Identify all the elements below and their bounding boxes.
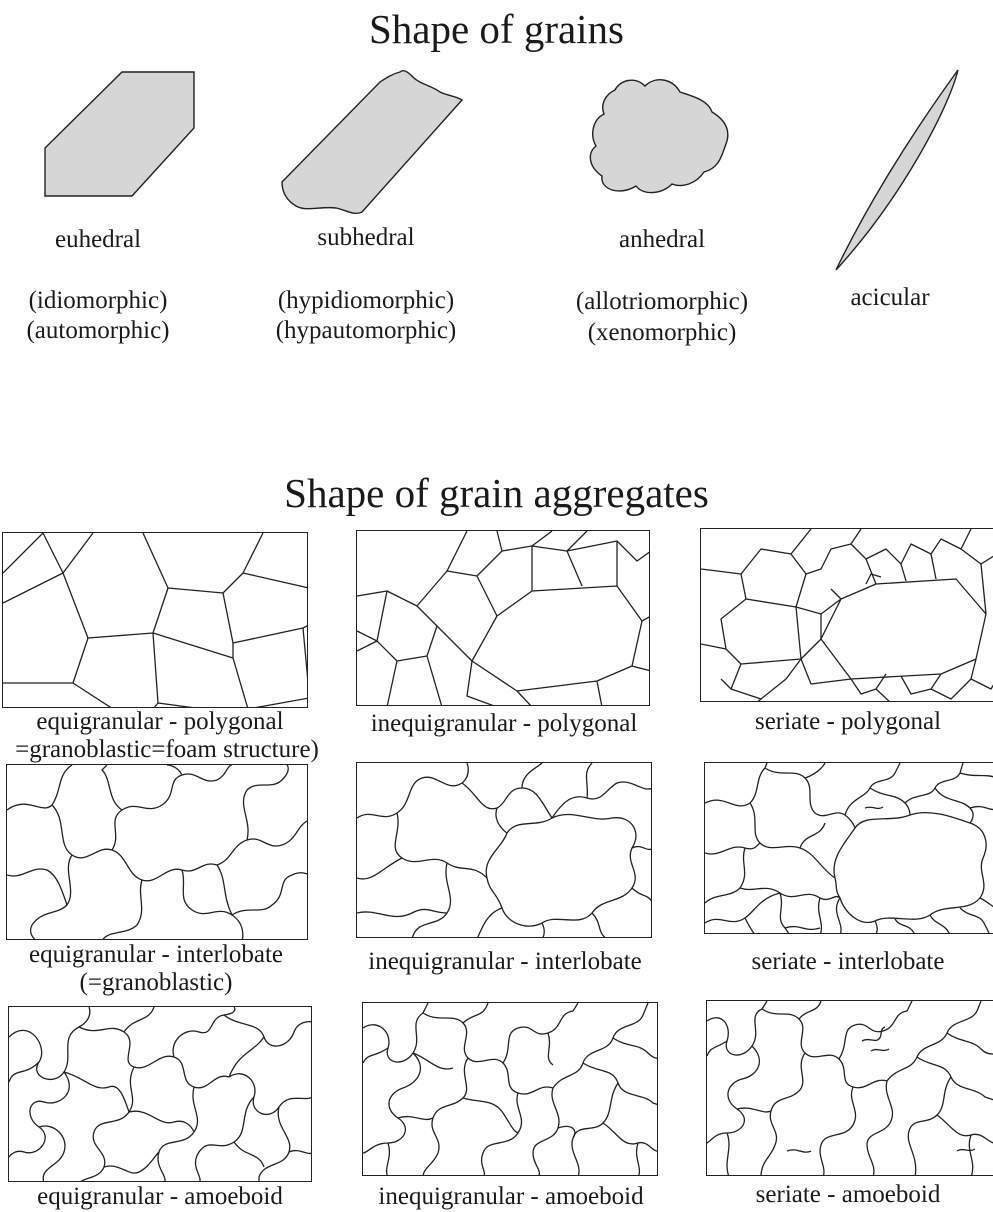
caption-inequigranular-polygonal: inequigranular - polygonal: [344, 709, 664, 738]
polygonal-inequal-network: [357, 531, 650, 706]
amoeboid-equal-network: [9, 1007, 312, 1182]
caption-seriate-amoeboid: seriate - amoeboid: [700, 1180, 993, 1209]
caption-equigranular-polygonal-synonym: =granoblastic=foam structure): [0, 735, 342, 764]
caption-equigranular-polygonal: equigranular - polygonal: [0, 707, 320, 736]
polygonal-equal-network: [3, 533, 308, 708]
caption-seriate-polygonal: seriate - polygonal: [700, 707, 993, 736]
interlobate-seriate-network: [705, 763, 993, 934]
panel-seriate-amoeboid: [706, 1000, 993, 1176]
acicular-label: acicular: [790, 283, 990, 312]
panel-seriate-polygonal: [700, 528, 993, 702]
polygonal-seriate-network: [701, 529, 993, 702]
subhedral-synonym-2: (hypautomorphic): [246, 316, 486, 346]
aggregates-title: Shape of grain aggregates: [0, 470, 993, 516]
panel-inequigranular-interlobate: [356, 762, 652, 938]
caption-equigranular-interlobate: equigranular - interlobate: [0, 940, 312, 969]
amoeboid-seriate-network: [707, 1001, 993, 1176]
amoeboid-inequal-network: [363, 1003, 658, 1176]
panel-inequigranular-polygonal: [356, 530, 650, 706]
caption-inequigranular-interlobate: inequigranular - interlobate: [340, 947, 670, 976]
subhedral-synonym-1: (hypidiomorphic): [246, 286, 486, 316]
anhedral-synonym-1: (allotriomorphic): [540, 287, 784, 317]
panel-equigranular-amoeboid: [8, 1006, 312, 1182]
anhedral-synonym-2: (xenomorphic): [540, 318, 784, 348]
panel-seriate-interlobate: [704, 762, 993, 934]
interlobate-inequal-network: [357, 763, 652, 938]
panel-equigranular-polygonal: [2, 532, 308, 708]
caption-seriate-interlobate: seriate - interlobate: [700, 947, 993, 976]
anhedral-label: anhedral: [560, 225, 764, 254]
euhedral-label: euhedral: [0, 225, 196, 254]
caption-inequigranular-amoeboid: inequigranular - amoeboid: [346, 1182, 676, 1211]
euhedral-synonym-2: (automorphic): [0, 316, 196, 346]
panel-inequigranular-amoeboid: [362, 1002, 658, 1176]
panel-equigranular-interlobate: [6, 764, 308, 940]
interlobate-equal-network: [7, 765, 308, 940]
caption-equigranular-amoeboid: equigranular - amoeboid: [0, 1182, 320, 1211]
subhedral-label: subhedral: [266, 223, 466, 252]
euhedral-synonym-1: (idiomorphic): [0, 286, 196, 316]
caption-equigranular-interlobate-synonym: (=granoblastic): [0, 968, 312, 997]
